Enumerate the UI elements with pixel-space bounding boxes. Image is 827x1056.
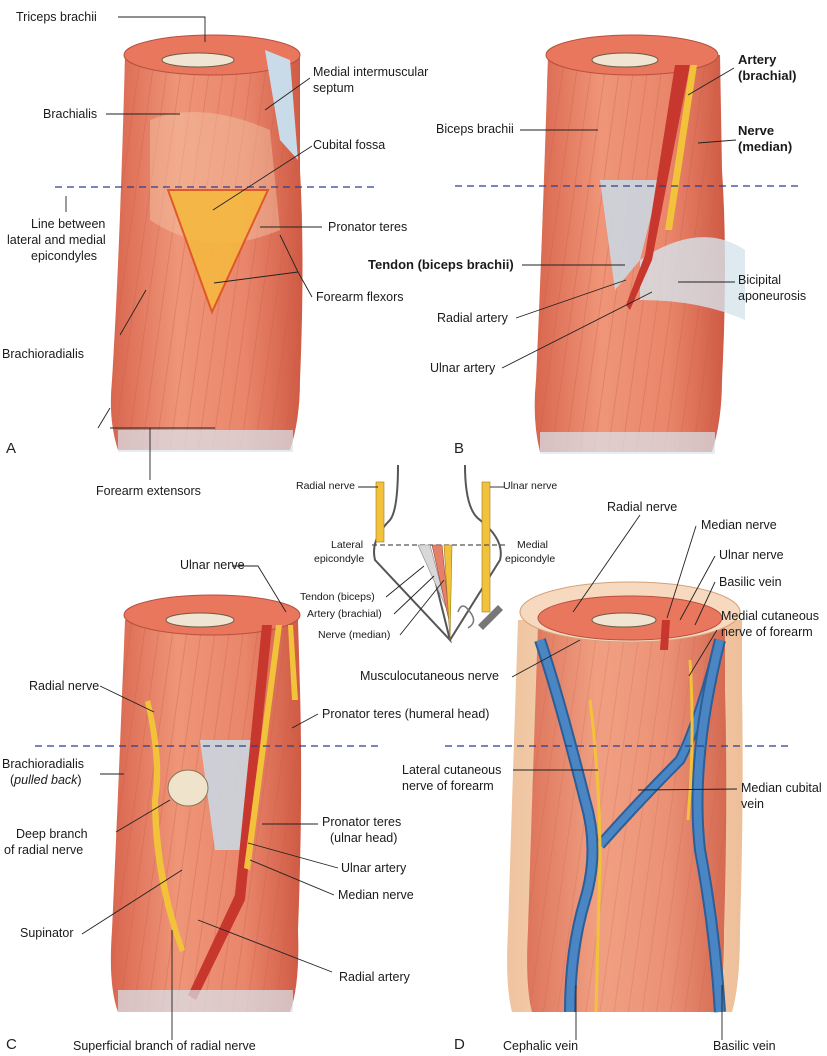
panel-letter-d: D — [454, 1036, 465, 1053]
label-nerve-median: (median) — [738, 139, 793, 154]
label-line-3: epicondyles — [31, 249, 98, 263]
label-ulnar-nerve-c: Ulnar nerve — [180, 558, 245, 572]
panel-letter-b: B — [454, 440, 465, 457]
label-inset-artery: Artery (brachial) — [307, 608, 382, 620]
label-artery-brachial: (brachial) — [738, 68, 797, 83]
label-nerve: Nerve — [738, 123, 775, 138]
label-pronator-humeral: Pronator teres (humeral head) — [322, 707, 490, 721]
label-pulled-back-text: pulled back — [14, 773, 78, 787]
label-inset-nerve: Nerve (median) — [318, 629, 391, 641]
label-superficial-branch: Superficial branch of radial nerve — [73, 1039, 256, 1053]
leader-lines — [65, 16, 738, 1040]
label-lateral-cut-1: Lateral cutaneous — [402, 763, 502, 777]
label-inset-lateral-2: epicondyle — [314, 553, 365, 565]
panel-letter-a: A — [6, 440, 17, 457]
panel-d-illustration — [507, 581, 743, 1013]
label-ulnar-nerve-d: Ulnar nerve — [719, 548, 784, 562]
label-brachialis: Brachialis — [43, 107, 98, 121]
label-pronator-ulnar-2: (ulnar head) — [330, 831, 398, 845]
label-inset-medial-2: epicondyle — [505, 553, 556, 565]
label-inset-lateral-1: Lateral — [331, 539, 364, 551]
label-radial-nerve-d: Radial nerve — [607, 500, 678, 514]
label-brachioradialis-c: Brachioradialis — [2, 757, 84, 771]
label-cubital-fossa: Cubital fossa — [313, 138, 386, 152]
label-deep-branch-2: of radial nerve — [4, 843, 84, 857]
paren-close: ) — [77, 773, 82, 787]
label-inset-ulnar-nerve: Ulnar nerve — [503, 480, 558, 492]
panel-a-illustration — [110, 34, 303, 452]
label-forearm-extensors: Forearm extensors — [96, 484, 201, 498]
label-forearm-flexors: Forearm flexors — [316, 290, 404, 304]
inset-diagram — [372, 464, 505, 644]
label-median-nerve-d: Median nerve — [701, 518, 777, 532]
label-bicipital-2: aponeurosis — [738, 289, 807, 303]
label-lateral-cut-2: nerve of forearm — [402, 779, 494, 793]
label-radial-artery-b: Radial artery — [437, 311, 508, 325]
paren-open: ( — [10, 773, 15, 787]
label-inset-medial-1: Medial — [517, 539, 548, 551]
label-pronator-teres-a: Pronator teres — [328, 220, 408, 234]
label-median-cubital-1: Median cubital — [741, 781, 822, 795]
label-medial-cut-1: Medial cutaneous — [721, 609, 819, 623]
label-basilic-vein-bottom: Basilic vein — [713, 1039, 776, 1053]
label-pulled-back: (pulled back) — [10, 773, 82, 788]
label-deep-branch-1: Deep branch — [16, 827, 88, 841]
label-musculocutaneous: Musculocutaneous nerve — [360, 669, 499, 683]
panel-c-illustration — [110, 594, 302, 1012]
label-tendon-biceps: Tendon (biceps brachii) — [368, 257, 514, 272]
label-bicipital-1: Bicipital — [738, 273, 782, 287]
label-inset-tendon: Tendon (biceps) — [300, 591, 375, 603]
label-radial-nerve-c: Radial nerve — [29, 679, 100, 693]
label-medial-septum-2: septum — [313, 81, 354, 95]
label-median-cubital-2: vein — [741, 797, 764, 811]
label-brachioradialis-a: Brachioradialis — [2, 347, 84, 361]
label-supinator: Supinator — [20, 926, 74, 940]
label-ulnar-artery-b: Ulnar artery — [430, 361, 496, 375]
label-cephalic-vein: Cephalic vein — [503, 1039, 579, 1053]
panel-letter-c: C — [6, 1036, 17, 1053]
panel-b-illustration — [534, 34, 745, 454]
label-ulnar-artery-c: Ulnar artery — [341, 861, 407, 875]
label-inset-radial-nerve: Radial nerve — [296, 480, 355, 492]
label-pronator-ulnar-1: Pronator teres — [322, 815, 402, 829]
label-medial-cut-2: nerve of forearm — [721, 625, 813, 639]
label-radial-artery-c: Radial artery — [339, 970, 410, 984]
label-median-nerve-c: Median nerve — [338, 888, 414, 902]
label-basilic-vein-top: Basilic vein — [719, 575, 782, 589]
label-artery: Artery — [738, 52, 777, 67]
label-line-1: Line between — [31, 217, 106, 231]
label-triceps-brachii: Triceps brachii — [16, 10, 97, 24]
label-biceps-brachii: Biceps brachii — [436, 122, 514, 136]
label-medial-septum-1: Medial intermuscular — [313, 65, 429, 79]
label-line-2: lateral and medial — [7, 233, 106, 247]
